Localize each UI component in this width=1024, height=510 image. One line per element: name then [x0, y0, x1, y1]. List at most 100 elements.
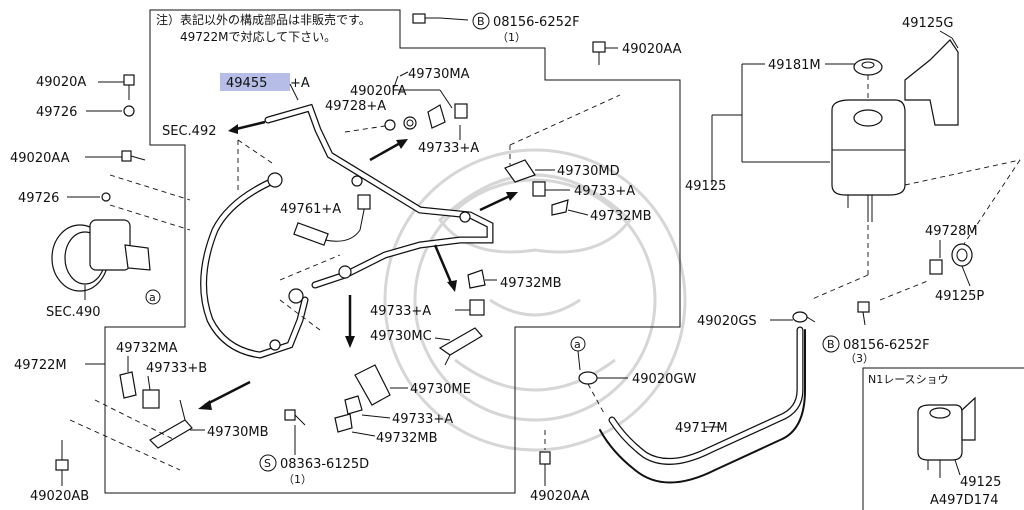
ref-a-letter-left: a [149, 291, 156, 304]
grommet-49728A [384, 116, 417, 131]
label-49726-a[interactable]: 49726 [36, 105, 77, 120]
label-49732MA[interactable]: 49732MA [116, 341, 178, 356]
label-49733A-4[interactable]: 49733+A [392, 412, 453, 427]
clip-49732MB-3 [334, 413, 353, 433]
diagram-id: A497D174 [930, 493, 999, 508]
label-49732MB-2[interactable]: 49732MB [500, 276, 562, 291]
label-49020GW[interactable]: 49020GW [632, 372, 696, 387]
label-49730MC[interactable]: 49730MC [370, 329, 432, 344]
label-49125G[interactable]: 49125G [902, 16, 953, 31]
label-49722M[interactable]: 49722M [14, 358, 67, 373]
ref-a-letter-right: a [574, 338, 581, 351]
pipe-clip-5 [269, 339, 281, 351]
label-49730ME[interactable]: 49730ME [410, 382, 471, 397]
label-08156-bottom-qty: （3） [845, 352, 874, 365]
return-hose-49717M [608, 326, 804, 465]
label-49020FA[interactable]: 49020FA [350, 84, 407, 99]
grommet-49733A-2 [532, 181, 546, 197]
grommet-49728M [929, 259, 943, 275]
bracket-49730MB [149, 399, 193, 449]
bracket-49730MC [438, 327, 483, 366]
bolt-08156-top [412, 13, 469, 24]
label-49733A-3[interactable]: 49733+A [370, 304, 431, 319]
label-49717M[interactable]: 49717M [675, 421, 728, 436]
bolt-49020AB [55, 440, 69, 471]
grommet-49125P [951, 243, 973, 267]
label-08363[interactable]: 08363-6125D [280, 457, 369, 472]
label-sec492[interactable]: SEC.492 [162, 124, 217, 139]
label-49728M[interactable]: 49728M [925, 224, 978, 239]
label-49732MB-1[interactable]: 49732MB [590, 209, 652, 224]
label-08156-top-qty: （1） [497, 31, 526, 44]
label-49730MB[interactable]: 49730MB [207, 425, 269, 440]
label-08156-top[interactable]: 08156-6252F [493, 15, 580, 30]
n1-inset-frame [862, 367, 1024, 510]
b-circle-letter: B [477, 15, 485, 28]
bolt-49020AA-bottom [539, 430, 551, 465]
note-line-1: 注）表記以外の構成部品は非販売です。 [156, 12, 371, 27]
clamp-49020GS [792, 311, 816, 323]
clip-49732MA [119, 371, 137, 399]
reservoir-cap-49181M [853, 58, 883, 76]
clamp-49020GW [578, 371, 598, 385]
assembly-boundary [104, 9, 681, 494]
pipe-clip-1 [351, 175, 363, 187]
label-49455[interactable]: 49455 [226, 76, 267, 91]
label-49020AA-top[interactable]: 49020AA [622, 42, 682, 57]
washer-49726-b [101, 192, 111, 202]
grommet-49733B [142, 389, 160, 409]
label-49732MB-3[interactable]: 49732MB [376, 431, 438, 446]
label-49728A[interactable]: 49728+A [325, 99, 386, 114]
label-49733A-2[interactable]: 49733+A [574, 184, 635, 199]
bracket-49730MD [504, 159, 536, 183]
label-08363-qty: （1） [283, 473, 312, 486]
label-n1-title: N1レースショウ [868, 373, 949, 386]
label-49020AA-left[interactable]: 49020AA [10, 151, 70, 166]
bracket-49730MA [427, 103, 468, 129]
bolt-49020A [123, 74, 135, 100]
bolt-08156-bottom [857, 301, 870, 326]
b-circle-icon-bottom [822, 335, 840, 353]
ref-a-circle-left [145, 289, 161, 305]
label-49730MD[interactable]: 49730MD [557, 164, 620, 179]
grommet-49733A-4 [344, 395, 363, 415]
bolt-49020AA-top [592, 41, 618, 65]
hose-fitting-top [267, 172, 283, 188]
label-49020GS[interactable]: 49020GS [697, 314, 757, 329]
label-49733B[interactable]: 49733+B [146, 361, 207, 376]
bracket-49125G [904, 39, 959, 126]
label-49455-suffix: +A [290, 76, 310, 91]
label-08156-bottom[interactable]: 08156-6252F [843, 338, 930, 353]
note-line-2: 49722Mで対応して下さい。 [180, 30, 336, 44]
bolt-49020AA-left [121, 150, 146, 162]
label-sec490[interactable]: SEC.490 [46, 305, 101, 320]
label-49125[interactable]: 49125 [685, 179, 726, 194]
b-circle-letter-bottom: B [827, 338, 835, 351]
label-49733A-1[interactable]: 49733+A [418, 141, 479, 156]
s-circle-icon [259, 454, 277, 472]
bolt-08363 [284, 409, 306, 426]
b-circle-icon-top [472, 12, 490, 30]
s-circle-letter: S [264, 457, 271, 470]
grommet-49733A-3 [469, 299, 485, 316]
power-steering-pump [51, 219, 151, 292]
watermark-emblem [383, 148, 687, 452]
label-49125-n1[interactable]: 49125 [960, 475, 1001, 490]
clip-49732MB-1 [551, 199, 569, 216]
label-49020A[interactable]: 49020A [36, 75, 86, 90]
label-49020AB[interactable]: 49020AB [30, 489, 89, 504]
pressure-sensor-49761 [293, 194, 371, 246]
label-49125P[interactable]: 49125P [935, 289, 984, 304]
reservoir-n1 [917, 396, 976, 478]
pipe-clip-4 [288, 288, 304, 304]
washer-49726-a [123, 105, 135, 117]
label-49726-b[interactable]: 49726 [18, 191, 59, 206]
label-49761A[interactable]: 49761+A [280, 202, 341, 217]
pipe-clip-2 [459, 211, 471, 223]
pipe-clip-3 [338, 265, 352, 279]
label-49730MA[interactable]: 49730MA [408, 67, 470, 82]
label-49181M[interactable]: 49181M [768, 58, 821, 73]
label-49020AA-bottom[interactable]: 49020AA [530, 489, 590, 504]
